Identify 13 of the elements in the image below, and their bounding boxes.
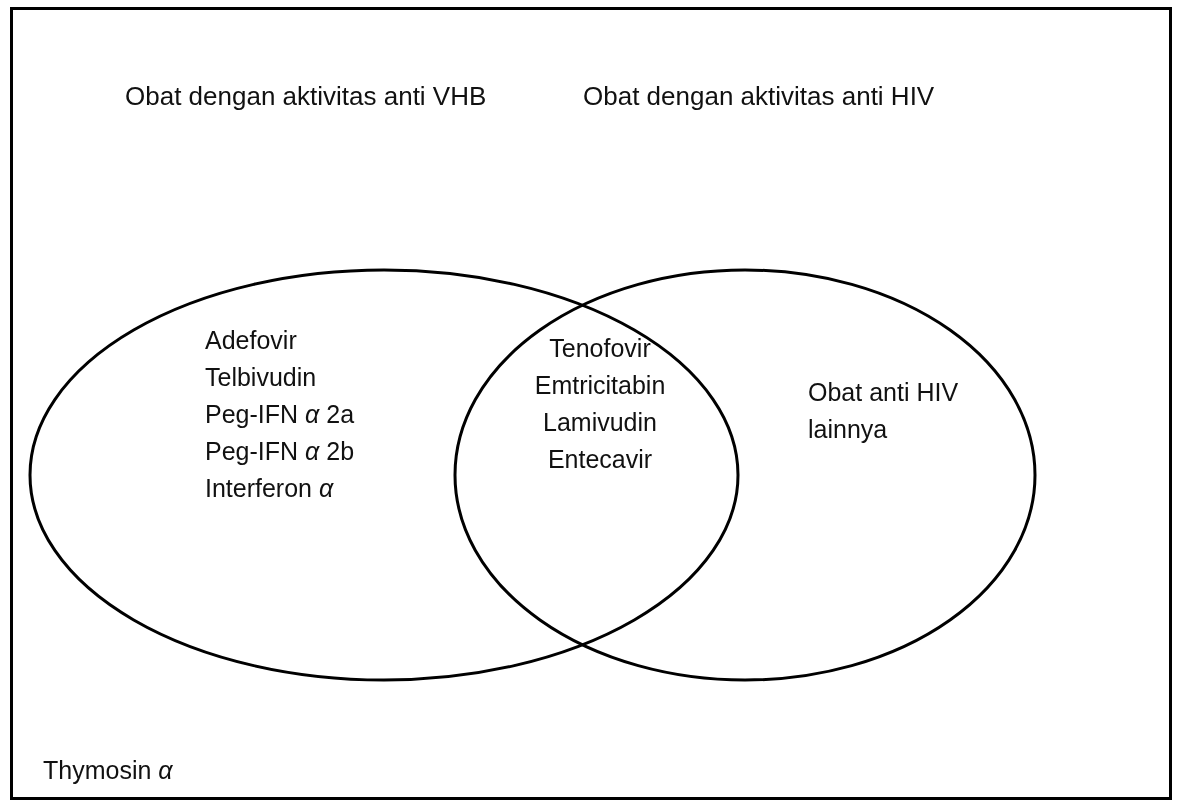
drug-name: Emtricitabin: [533, 370, 667, 401]
drug-name: Peg-IFN α 2b: [205, 436, 356, 467]
note-label: Thymosin α: [43, 755, 173, 786]
drug-name: Obat anti HIV lainnya: [808, 377, 960, 445]
set-heading: Obat dengan aktivitas anti HIV: [583, 80, 935, 113]
drug-name: Tenofovir: [548, 333, 652, 364]
drug-name: Entecavir: [546, 444, 654, 475]
set-heading: Obat dengan aktivitas anti VHB: [125, 80, 487, 113]
drug-name: Interferon α: [205, 473, 335, 504]
drug-name: Telbivudin: [205, 362, 318, 393]
drug-name: Peg-IFN α 2a: [205, 399, 356, 430]
drug-name: Adefovir: [205, 325, 298, 356]
drug-name: Lamivudin: [542, 407, 658, 438]
